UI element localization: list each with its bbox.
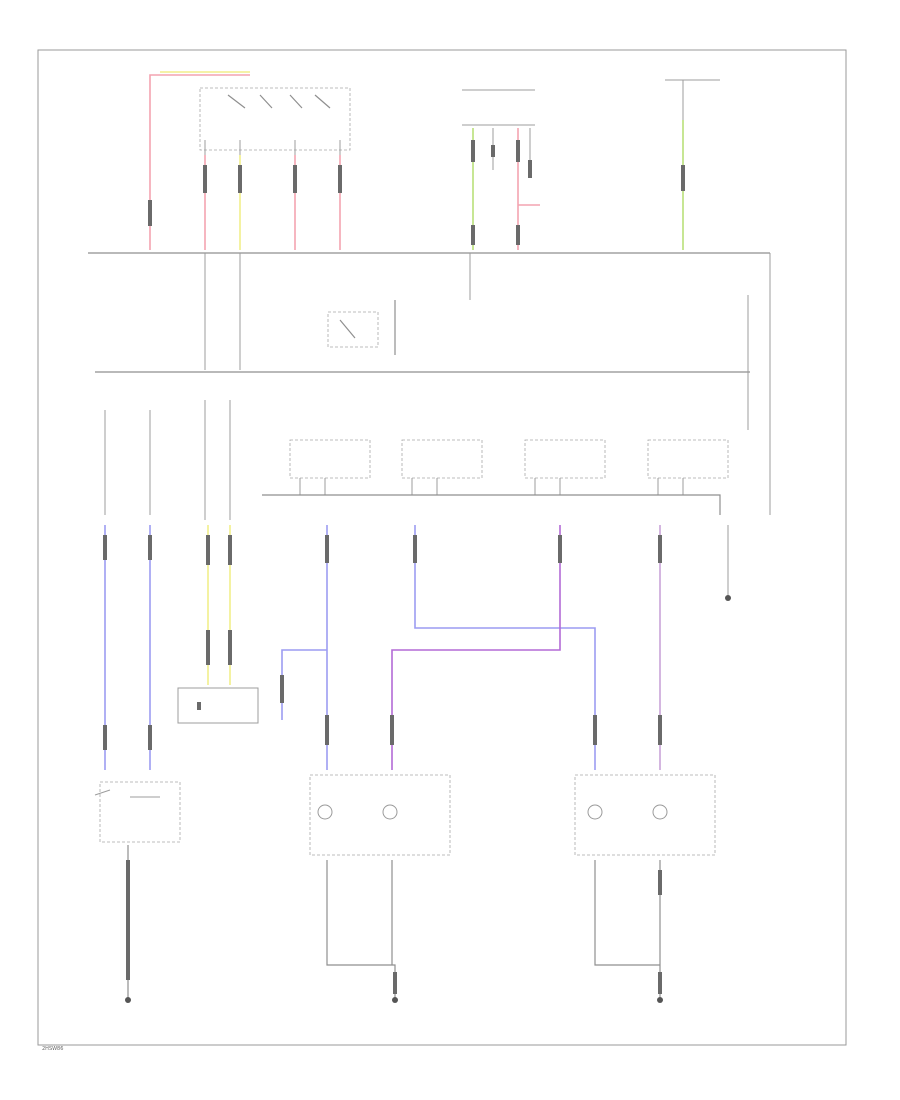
ground-right-lamp: [657, 997, 663, 1003]
lamp-group-right: [574, 774, 716, 856]
relay-coil: [339, 300, 396, 355]
switch-box-left-icon: [197, 702, 201, 710]
diagram-frame: [37, 49, 847, 1046]
ground-center: [392, 997, 398, 1003]
lower-left-switch-box: [99, 781, 181, 843]
module-bus: [262, 494, 721, 515]
ground-wire-left-group: [326, 860, 396, 1000]
switch-box-left: [177, 687, 259, 724]
drop-left-wires: [204, 253, 241, 370]
wire-blue-center: [281, 525, 328, 770]
corner-label: 2HSW86: [42, 1046, 63, 1052]
wire-blue-cross: [414, 525, 596, 770]
bottom-left-connector: [126, 860, 130, 980]
module-4: [647, 439, 729, 495]
wire-purple-cross: [391, 525, 561, 770]
light-switch-box: [199, 87, 351, 151]
ground-wire-right-group: [594, 860, 661, 1000]
module-2: [401, 439, 483, 495]
fuse-right-top: [665, 79, 720, 120]
switch-contact-right: [289, 94, 331, 109]
module-1: [289, 439, 371, 495]
lower-left-switch: [94, 789, 160, 798]
module-3: [524, 439, 606, 495]
relay-gray-drop: [492, 128, 531, 170]
top-connectors: [148, 165, 342, 226]
switch-contact-left: [227, 94, 273, 109]
relay-box-middle: [327, 311, 379, 348]
lamp-group-left: [309, 774, 451, 856]
left-gray-drops: [104, 400, 231, 520]
center-connectors: [280, 535, 662, 745]
lower-connectors: [393, 870, 662, 994]
yellow-connectors: [206, 535, 232, 665]
switch-drops: [204, 140, 341, 155]
ground-left: [125, 997, 131, 1003]
ground-right: [725, 595, 731, 601]
left-connectors: [103, 535, 152, 750]
relay-connectors: [471, 140, 532, 245]
wire-red-main: [149, 74, 250, 250]
fuse-right-connector: [681, 165, 685, 191]
